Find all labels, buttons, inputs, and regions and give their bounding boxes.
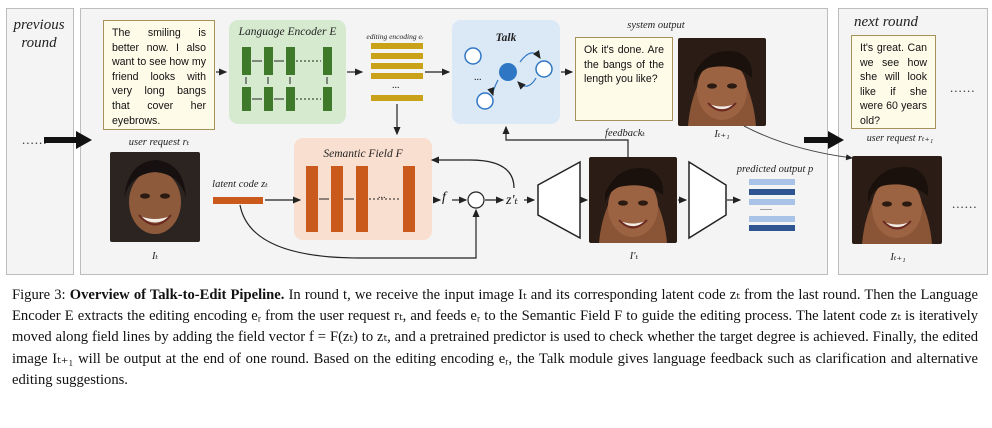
diagram-graphics — [44, 43, 853, 259]
field-ellipsis: ... — [378, 190, 386, 201]
caption-title: Overview of Talk-to-Edit Pipeline. — [69, 287, 285, 303]
editing-encoding-bars — [371, 43, 423, 101]
arrow-zprime-loop — [430, 156, 515, 189]
user-request-textbox: The smiling is better now. I also want t… — [103, 20, 215, 130]
latent-code-label: latent code zₜ — [212, 179, 268, 190]
system-output-textbox: Ok it's done. Are the bangs of the lengt… — [575, 37, 673, 121]
language-encoder-title: Language Encoder E — [238, 26, 337, 38]
encoding-ellipsis: ... — [392, 80, 400, 91]
latent-code-bar — [213, 197, 263, 204]
system-output-label: system output — [627, 20, 685, 31]
next-round-bottom-ellipsis: ...... — [952, 196, 978, 211]
talk-title: Talk — [495, 32, 517, 44]
predicted-output-label: predicted output p — [736, 164, 814, 175]
next-face-label: Iₜ₊₁ — [890, 252, 906, 263]
next-request-textbox: It's great. Can we see how she will look… — [851, 35, 936, 129]
generated-face-label: I′ₜ — [629, 251, 639, 262]
previous-round-ellipsis: ...... — [22, 132, 48, 147]
next-round-top-ellipsis: ...... — [950, 80, 976, 95]
next-round-label: next round — [853, 14, 918, 30]
previous-round-label: previous round — [13, 17, 65, 51]
talk-ellipsis: ... — [474, 72, 482, 83]
editing-encoding-label: editing encoding eᵣ — [366, 32, 424, 41]
input-face-label: Iₜ — [151, 251, 159, 262]
user-request-label: user request rₜ — [128, 137, 190, 148]
next-face-image — [852, 156, 942, 244]
predicted-ellipsis: ...... — [760, 203, 772, 212]
talk-graph — [464, 47, 553, 110]
plus-circle — [467, 191, 485, 209]
output-face-image — [678, 38, 766, 126]
predictor-shape — [688, 160, 727, 240]
field-vector-label: f — [442, 190, 446, 205]
encoder-blocks — [242, 47, 332, 111]
generated-face-image — [589, 157, 677, 243]
arrow-generated-to-talk — [502, 125, 629, 157]
feedback-label: feedbackₜ — [605, 128, 645, 139]
caption-fig-number: Figure 3: — [12, 287, 66, 303]
output-face-label: Iₜ₊₁ — [714, 129, 730, 140]
arrow-latent-skip — [239, 204, 480, 259]
field-blocks — [306, 166, 415, 232]
predicted-output-bars — [749, 179, 795, 231]
round-arrow-right — [804, 131, 844, 149]
semantic-field-title: Semantic Field F — [323, 148, 403, 160]
input-face-image — [110, 152, 200, 242]
next-request-label: user request rₜ₊₁ — [866, 133, 934, 144]
round-arrow-left — [44, 131, 92, 149]
z-prime-label: z′ₜ — [506, 193, 518, 208]
figure-caption: Figure 3: Overview of Talk-to-Edit Pipel… — [12, 285, 978, 391]
caption-body: In round t, we receive the input image I… — [12, 287, 978, 388]
arrow-output-to-next — [743, 125, 853, 161]
generator-shape — [537, 160, 581, 240]
